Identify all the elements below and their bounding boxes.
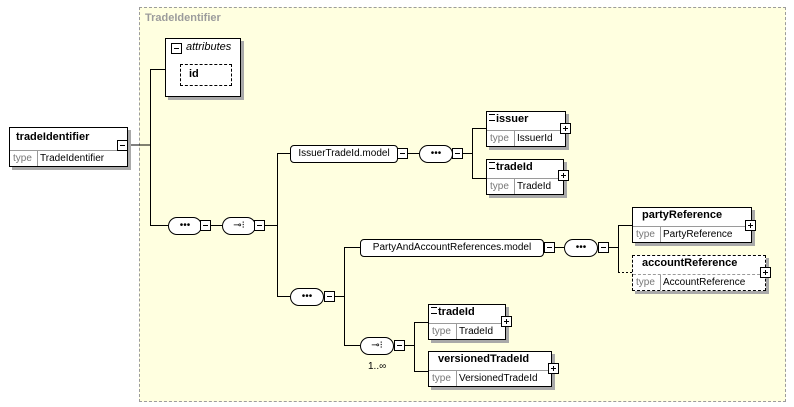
collapse-icon[interactable] — [117, 140, 128, 151]
type-label: type — [633, 275, 661, 290]
collapse-icon[interactable] — [544, 242, 555, 253]
attributes-label: attributes — [186, 41, 232, 53]
expand-icon[interactable] — [560, 123, 571, 134]
element-partyReference[interactable]: partyReference type PartyReference — [632, 207, 752, 243]
element-tradeId[interactable]: tradeId type TradeId — [428, 304, 506, 340]
element-tradeId[interactable]: tradeId type TradeId — [486, 159, 564, 195]
type-row: type TradeIdentifier — [10, 150, 127, 166]
multiplicity-label: 1..∞ — [368, 361, 387, 372]
element-issuer[interactable]: issuer type IssuerId — [486, 111, 566, 147]
attribute-id-label: id — [189, 68, 199, 80]
choice-compositor[interactable]: ⊸⁝ — [360, 337, 394, 355]
element-content-icon — [489, 162, 495, 169]
element-name: issuer — [496, 113, 529, 125]
sequence-icon: ••• — [301, 291, 313, 302]
collapse-icon[interactable] — [598, 242, 609, 253]
sequence-icon: ••• — [179, 220, 191, 231]
element-name: accountReference — [642, 257, 738, 269]
element-name: versionedTradeId — [438, 353, 530, 365]
type-value: IssuerId — [517, 133, 553, 144]
type-row: type TradeId — [429, 323, 505, 339]
expand-icon[interactable] — [760, 267, 771, 278]
root-element-tradeIdentifier[interactable]: tradeIdentifier type TradeIdentifier — [9, 127, 128, 167]
type-value: TradeId — [517, 181, 552, 192]
type-row: type PartyReference — [633, 226, 751, 242]
type-value: TradeIdentifier — [40, 153, 105, 164]
attribute-id[interactable]: id — [180, 64, 232, 86]
type-label: type — [10, 151, 38, 166]
expand-icon[interactable] — [501, 316, 512, 327]
element-name: tradeIdentifier — [16, 131, 90, 143]
sequence-compositor[interactable]: ••• — [290, 288, 324, 306]
type-value: TradeId — [459, 326, 494, 337]
type-value: AccountReference — [663, 277, 746, 288]
collapse-icon[interactable] — [200, 220, 211, 231]
element-content-icon — [431, 307, 437, 314]
element-accountReference[interactable]: accountReference type AccountReference — [632, 255, 766, 291]
issuer-model-group[interactable]: IssuerTradeId.model — [290, 145, 398, 163]
collapse-attributes-icon[interactable] — [171, 43, 182, 54]
collapse-icon[interactable] — [452, 148, 463, 159]
type-row: type TradeId — [487, 178, 563, 194]
element-name: partyReference — [642, 209, 723, 221]
issuer-model-label: IssuerTradeId.model — [298, 148, 390, 159]
expand-icon[interactable] — [745, 220, 756, 231]
attributes-box: attributes id — [165, 38, 241, 97]
expand-icon[interactable] — [548, 363, 559, 374]
collapse-icon[interactable] — [254, 220, 265, 231]
collapse-icon[interactable] — [324, 291, 335, 302]
element-content-icon — [489, 114, 495, 121]
choice-compositor[interactable]: ⊸⁝ — [222, 217, 256, 235]
type-label: type — [429, 324, 457, 339]
element-name: tradeId — [496, 161, 533, 173]
type-row: type IssuerId — [487, 130, 565, 146]
sequence-compositor[interactable]: ••• — [168, 217, 202, 235]
collapse-icon[interactable] — [397, 148, 408, 159]
choice-icon: ⊸⁝ — [233, 220, 245, 231]
type-row: type AccountReference — [633, 274, 765, 290]
party-model-group[interactable]: PartyAndAccountReferences.model — [360, 239, 544, 257]
type-value: VersionedTradeId — [459, 373, 538, 384]
expand-icon[interactable] — [558, 170, 569, 181]
party-model-label: PartyAndAccountReferences.model — [372, 242, 532, 253]
sequence-compositor[interactable]: ••• — [564, 239, 598, 257]
sequence-icon: ••• — [575, 242, 587, 253]
type-label: type — [429, 371, 457, 386]
type-label: type — [633, 227, 661, 242]
type-label: type — [487, 131, 515, 146]
sequence-compositor[interactable]: ••• — [419, 145, 453, 163]
element-versionedTradeId[interactable]: versionedTradeId type VersionedTradeId — [428, 351, 552, 387]
collapse-icon[interactable] — [394, 340, 405, 351]
type-value: PartyReference — [663, 229, 733, 240]
complex-type-title: TradeIdentifier — [145, 12, 221, 24]
type-row: type VersionedTradeId — [429, 370, 551, 386]
sequence-icon: ••• — [430, 148, 442, 159]
element-name: tradeId — [438, 306, 475, 318]
choice-icon: ⊸⁝ — [371, 340, 383, 351]
type-label: type — [487, 179, 515, 194]
